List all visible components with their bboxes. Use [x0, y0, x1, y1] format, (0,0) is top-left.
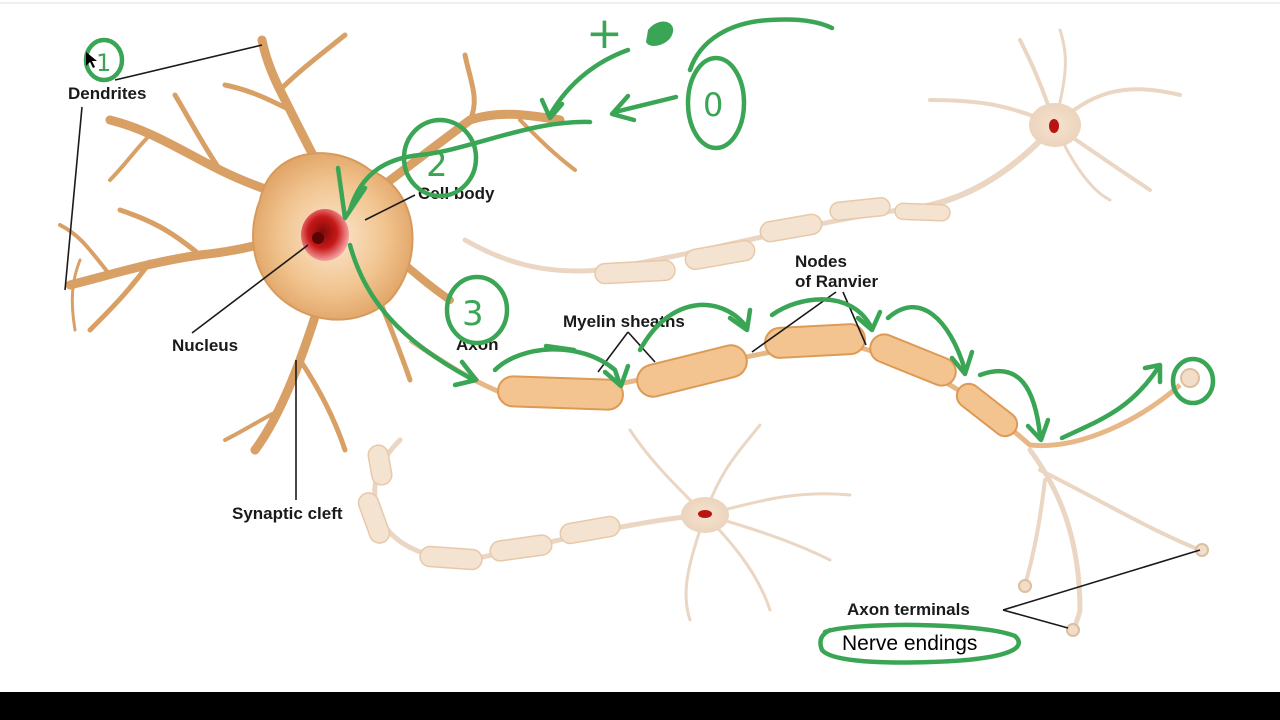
path-to-soma [347, 119, 593, 213]
arrow-to-end-head [1142, 362, 1163, 385]
main-axon [408, 323, 1200, 449]
jump-arrow-2-head [727, 307, 753, 333]
jump-arrow-5-head [1025, 417, 1051, 443]
label-of-ranvier: of Ranvier [795, 272, 879, 291]
arrow-down-shaft [547, 47, 631, 118]
arrow-soma-head [335, 165, 368, 221]
letterbox-bar [0, 692, 1280, 720]
background-neuron-bottom [357, 423, 852, 622]
path-soma-to-axon [347, 242, 473, 381]
nucleus-shape [301, 209, 349, 261]
neuron-diagram: Dendrites Cell body Nucleus Synaptic cle… [0, 2, 1280, 665]
arrow-left-head [609, 93, 637, 123]
label-axon-terminals: Axon terminals [847, 600, 970, 619]
circle-step-2 [401, 117, 479, 199]
axon-terminal-branches [1018, 447, 1209, 637]
arrow-down-head [539, 97, 565, 121]
circle-zero-end [1170, 356, 1216, 406]
arrow-axon-head [452, 359, 479, 388]
arrow-to-end [1059, 365, 1161, 441]
neuron-illustration: Dendrites Cell body Nucleus Synaptic cle… [0, 2, 1280, 665]
jump-arrow-2 [637, 302, 748, 353]
jump-arrow-4 [885, 305, 968, 373]
arrow-left-shaft [612, 94, 679, 115]
circle-step-3 [444, 274, 510, 346]
jump-arrow-1-head [602, 363, 631, 389]
label-nucleus: Nucleus [172, 336, 238, 355]
jump-arrow-4-head [949, 349, 975, 377]
step-3-numeral: 3 [462, 294, 484, 334]
jump-arrow-5 [977, 368, 1043, 438]
zero-top-numeral: 0 [703, 86, 723, 124]
label-dendrites: Dendrites [68, 84, 146, 103]
plus-sign: + [586, 8, 623, 59]
circle-zero-top [685, 55, 747, 151]
label-synaptic-cleft: Synaptic cleft [232, 504, 343, 523]
arc-top [687, 17, 835, 73]
background-axon-upper [462, 197, 951, 285]
step-1-numeral: 1 [96, 49, 111, 77]
charge-blob [646, 21, 674, 46]
label-nerve-endings: Nerve endings [842, 632, 977, 655]
jump-arrow-3-head [855, 309, 883, 333]
step-2-numeral: 2 [426, 145, 448, 185]
minus-mark [543, 343, 577, 353]
label-myelin-sheaths: Myelin sheaths [563, 312, 685, 331]
main-soma [252, 152, 414, 321]
background-neuron-top-right [897, 28, 1182, 213]
circle-nerve-endings [818, 622, 1021, 665]
jump-arrow-3 [769, 297, 873, 328]
mouse-cursor-icon [86, 52, 97, 68]
label-nodes: Nodes [795, 252, 847, 271]
